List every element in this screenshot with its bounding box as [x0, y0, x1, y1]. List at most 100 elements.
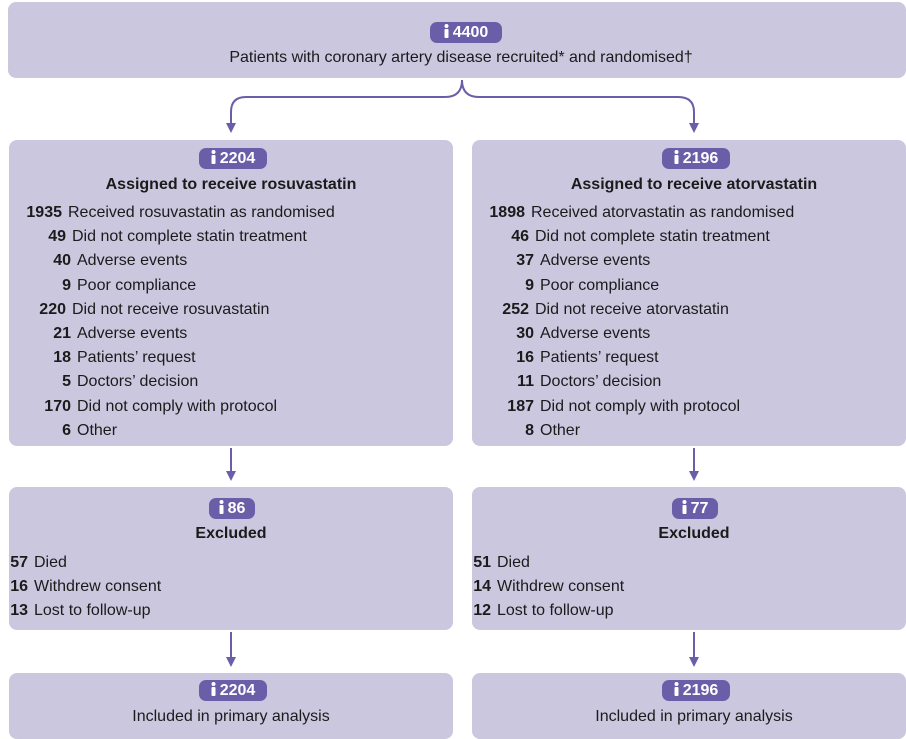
- breakdown-row: 187 Did not comply with protocol: [472, 395, 906, 419]
- rosuvastatin-included-label: Included in primary analysis: [132, 708, 330, 725]
- row-count: 40: [53, 252, 71, 270]
- breakdown-row: 5 Doctors’ decision: [9, 370, 449, 394]
- row-count: 30: [516, 325, 534, 342]
- row-label: Did not receive atorvastatin: [535, 300, 729, 318]
- row-label: Received atorvastatin as randomised: [531, 204, 795, 221]
- atorvastatin-excluded-badge: 77: [672, 498, 718, 519]
- atorvastatin-count: 2196: [682, 150, 719, 167]
- row-label: Lost to follow-up: [497, 602, 614, 620]
- row-label: Did not receive rosuvastatin: [72, 300, 270, 318]
- row-label: Patients’ request: [77, 349, 196, 367]
- recruited-box: 4400 Patients with coronary artery disea…: [8, 2, 906, 78]
- atorvastatin-arm-box: 2196 Assigned to receive atorvastatin 18…: [472, 140, 906, 446]
- atorvastatin-count-badge: 2196: [662, 148, 730, 169]
- row-count: 12: [473, 602, 491, 620]
- row-label: Died: [497, 554, 530, 571]
- atorvastatin-included-box: 2196 Included in primary analysis: [472, 673, 906, 739]
- breakdown-row: 14 Withdrew consent: [472, 575, 906, 599]
- person-icon: [444, 24, 449, 38]
- breakdown-row: 8 Other: [472, 419, 906, 443]
- recruited-count-badge: 4400: [430, 22, 502, 43]
- row-count: 1935: [26, 204, 62, 221]
- row-label: Adverse events: [77, 325, 188, 342]
- rosuvastatin-arm-box: 2204 Assigned to receive rosuvastatin 19…: [9, 140, 453, 446]
- rosuvastatin-included-box: 2204 Included in primary analysis: [9, 673, 453, 739]
- breakdown-row: 6 Other: [9, 419, 449, 443]
- row-label: Poor compliance: [77, 276, 197, 294]
- row-label: Did not comply with protocol: [540, 397, 741, 415]
- row-count: 187: [507, 397, 534, 415]
- person-icon: [674, 150, 679, 164]
- row-count: 6: [62, 421, 71, 439]
- row-count: 57: [10, 554, 28, 571]
- row-count: 9: [62, 276, 71, 294]
- atorvastatin-excluded-title: Excluded: [658, 525, 730, 542]
- row-count: 37: [516, 252, 534, 270]
- row-count: 1898: [489, 204, 525, 221]
- atorvastatin-arm-title: Assigned to receive atorvastatin: [570, 176, 818, 193]
- row-count: 49: [48, 228, 66, 246]
- row-count: 16: [516, 349, 534, 367]
- row-count: 14: [473, 578, 491, 596]
- row-count: 5: [62, 373, 71, 391]
- row-label: Did not complete statin treatment: [72, 228, 307, 246]
- person-icon: [682, 500, 687, 514]
- row-label: Doctors’ decision: [77, 373, 199, 391]
- row-label: Adverse events: [77, 252, 188, 270]
- row-label: Patients’ request: [540, 349, 659, 367]
- rosuvastatin-count-badge: 2204: [199, 148, 267, 169]
- row-label: Withdrew consent: [34, 578, 162, 596]
- row-count: 18: [53, 349, 71, 367]
- rosuvastatin-included-count: 2204: [219, 682, 256, 699]
- atorvastatin-included-badge: 2196: [662, 680, 730, 701]
- breakdown-row: 1935 Received rosuvastatin as randomised: [9, 201, 449, 225]
- person-icon: [211, 150, 216, 164]
- row-label: Received rosuvastatin as randomised: [68, 204, 335, 221]
- atorvastatin-excluded-count: 77: [690, 500, 709, 517]
- breakdown-row: 12 Lost to follow-up: [472, 599, 906, 623]
- row-label: Other: [77, 421, 118, 439]
- recruited-label: Patients with coronary artery disease re…: [229, 49, 693, 66]
- rosuvastatin-excluded-badge: 86: [209, 498, 255, 519]
- breakdown-row: 30 Adverse events: [472, 322, 906, 346]
- person-icon: [211, 682, 216, 696]
- split-arrow-left: [226, 79, 463, 133]
- row-label: Withdrew consent: [497, 578, 625, 596]
- rosuvastatin-excluded-count: 86: [227, 500, 246, 517]
- row-count: 170: [44, 397, 71, 415]
- atorvastatin-included-label: Included in primary analysis: [595, 708, 793, 725]
- split-arrow-right: [461, 79, 699, 133]
- row-label: Other: [540, 421, 581, 439]
- row-label: Adverse events: [540, 252, 651, 270]
- breakdown-row: 21 Adverse events: [9, 322, 449, 346]
- row-count: 13: [10, 602, 28, 620]
- recruited-count: 4400: [452, 24, 489, 41]
- row-label: Adverse events: [540, 325, 651, 342]
- row-count: 8: [525, 421, 534, 439]
- row-count: 252: [502, 300, 529, 318]
- breakdown-row: 51 Died: [472, 551, 906, 575]
- row-label: Did not complete statin treatment: [535, 228, 770, 246]
- row-label: Lost to follow-up: [34, 602, 151, 620]
- row-count: 51: [473, 554, 491, 571]
- breakdown-row: 16 Patients’ request: [472, 346, 906, 370]
- row-count: 21: [53, 325, 71, 342]
- breakdown-row: 252 Did not receive atorvastatin: [472, 298, 906, 322]
- row-count: 16: [10, 578, 28, 596]
- rosuvastatin-count: 2204: [219, 150, 256, 167]
- breakdown-row: 16 Withdrew consent: [9, 575, 449, 599]
- breakdown-row: 40 Adverse events: [9, 249, 449, 273]
- row-count: 11: [517, 373, 534, 391]
- breakdown-row: 18 Patients’ request: [9, 346, 449, 370]
- breakdown-row: 9 Poor compliance: [9, 274, 449, 298]
- breakdown-row: 13 Lost to follow-up: [9, 599, 449, 623]
- breakdown-row: 49 Did not complete statin treatment: [9, 225, 449, 249]
- row-label: Poor compliance: [540, 276, 660, 294]
- atorvastatin-included-count: 2196: [682, 682, 719, 699]
